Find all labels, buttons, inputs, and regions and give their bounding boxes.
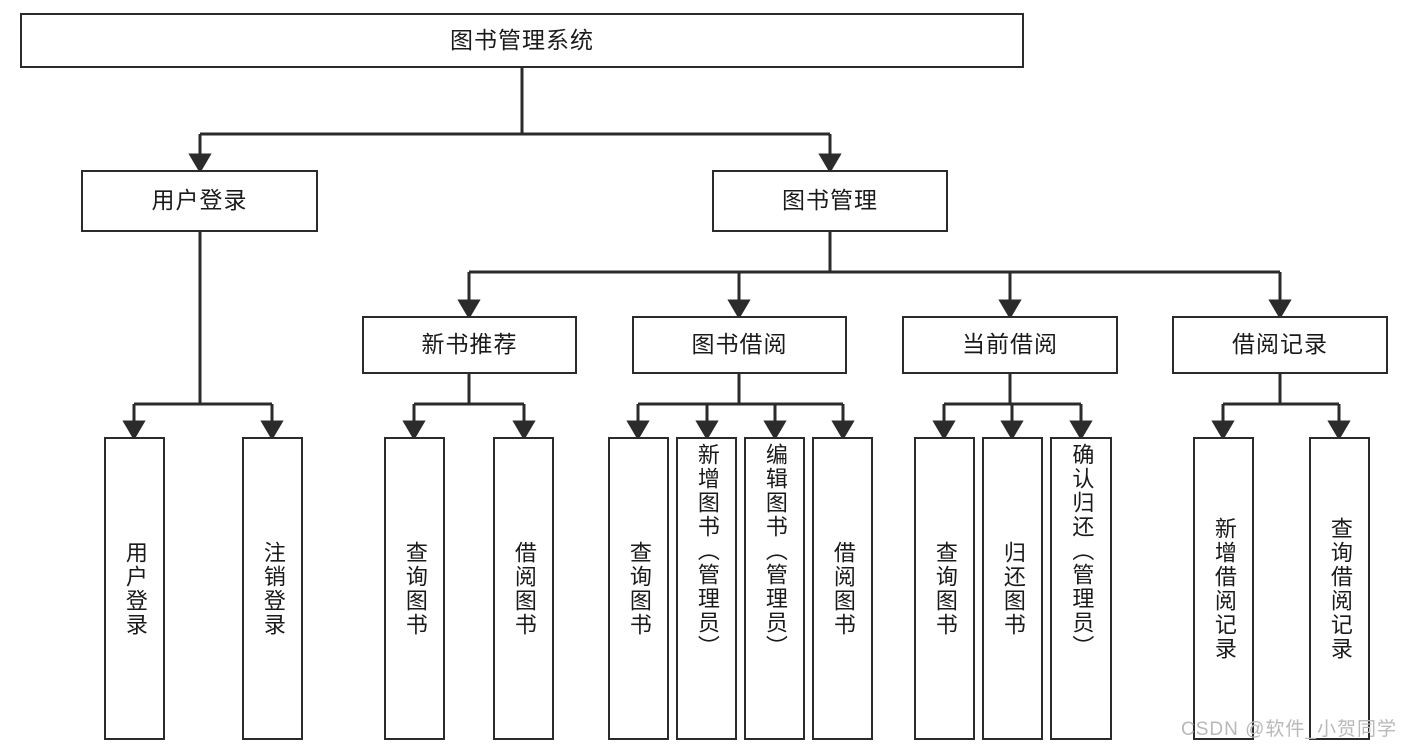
node-label: 注销登录 (260, 540, 286, 637)
leaf-borrow-record-query-record[interactable]: 查询借阅记录 (1309, 437, 1370, 740)
node-label: 当前借阅 (962, 331, 1058, 358)
leaf-new-book-borrow-book[interactable]: 借阅图书 (493, 437, 554, 740)
node-user-login[interactable]: 用户登录 (81, 170, 318, 232)
node-label: 查询图书 (932, 540, 958, 637)
node-label: 新增借阅记录 (1211, 516, 1237, 661)
node-label: 查询借阅记录 (1327, 516, 1353, 661)
node-label: 图书管理 (782, 187, 878, 214)
node-new-book-recommend[interactable]: 新书推荐 (362, 316, 577, 374)
leaf-book-borrow-add-book-admin[interactable]: 新增图书（管理员） (676, 437, 737, 740)
node-label: 编辑图书（管理员） (762, 443, 788, 659)
leaf-current-borrow-confirm-return-admin[interactable]: 确认归还（管理员） (1050, 437, 1112, 740)
node-label: 归还图书 (1000, 540, 1026, 637)
leaf-book-borrow-edit-book-admin[interactable]: 编辑图书（管理员） (744, 437, 805, 740)
node-label: 用户登录 (122, 540, 148, 637)
leaf-current-borrow-query-book[interactable]: 查询图书 (914, 437, 975, 740)
node-borrow-record[interactable]: 借阅记录 (1172, 316, 1388, 374)
node-label: 用户登录 (151, 187, 248, 214)
node-label: 图书管理系统 (450, 26, 594, 53)
leaf-borrow-record-add-record[interactable]: 新增借阅记录 (1193, 437, 1254, 740)
node-label: 新增图书（管理员） (694, 443, 720, 659)
watermark: CSDN @软件_小贺同学 (1181, 719, 1397, 740)
leaf-current-borrow-return-book[interactable]: 归还图书 (982, 437, 1043, 740)
leaf-user-login-logout[interactable]: 注销登录 (242, 437, 303, 740)
node-label: 借阅图书 (511, 540, 537, 637)
node-root-book-management-system[interactable]: 图书管理系统 (20, 13, 1024, 68)
node-label: 查询图书 (626, 540, 652, 637)
leaf-new-book-query-book[interactable]: 查询图书 (384, 437, 445, 740)
leaf-user-login-login[interactable]: 用户登录 (104, 437, 165, 740)
node-label: 借阅记录 (1232, 331, 1328, 358)
leaf-book-borrow-query-book[interactable]: 查询图书 (608, 437, 669, 740)
leaf-book-borrow-borrow-book[interactable]: 借阅图书 (812, 437, 873, 740)
node-label: 借阅图书 (830, 540, 856, 637)
node-current-borrow[interactable]: 当前借阅 (902, 316, 1118, 374)
node-label: 图书借阅 (691, 331, 788, 358)
node-book-borrow[interactable]: 图书借阅 (632, 316, 847, 374)
node-label: 查询图书 (402, 540, 428, 637)
node-label: 新书推荐 (421, 331, 518, 358)
node-label: 确认归还（管理员） (1069, 443, 1095, 659)
node-book-management[interactable]: 图书管理 (712, 170, 948, 232)
